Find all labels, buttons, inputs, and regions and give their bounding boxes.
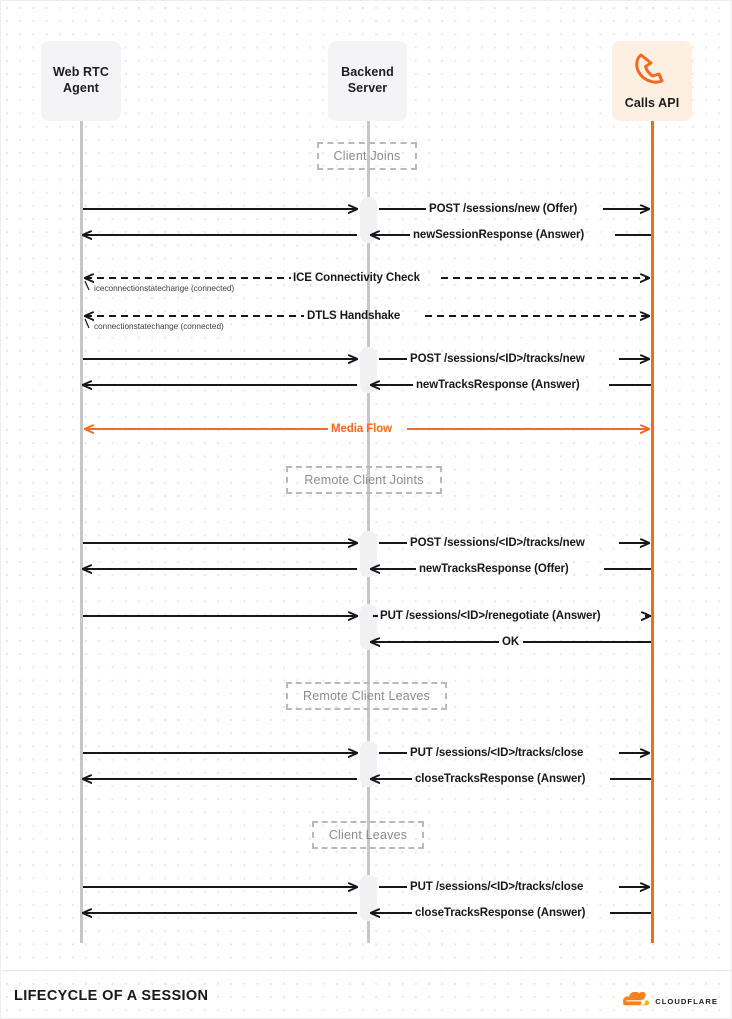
message-label: OK xyxy=(502,636,520,648)
message-row-m13: closeTracksResponse (Answer) xyxy=(1,772,731,790)
fragment-remote-client-joins: Remote Client Joints xyxy=(286,466,442,494)
message-label: ICE Connectivity Check xyxy=(293,272,420,284)
fragment-label: Client Joins xyxy=(333,149,401,163)
actor-label-line2: Server xyxy=(347,81,388,95)
message-row-m11: OK xyxy=(1,635,731,653)
message-row-m2: newSessionResponse (Answer) xyxy=(1,228,731,246)
cloudflare-cloud-icon xyxy=(622,991,650,1011)
message-sub-label: connectionstatechange (connected) xyxy=(94,322,224,331)
actor-label-line2: Agent xyxy=(63,81,99,95)
message-label: POST /sessions/<ID>/tracks/new xyxy=(410,537,585,549)
fragment-client-leaves: Client Leaves xyxy=(312,821,424,849)
fragment-label: Remote Client Joints xyxy=(304,473,424,487)
message-row-m9: newTracksResponse (Offer) xyxy=(1,562,731,580)
actor-label-line1: Calls API xyxy=(624,95,680,110)
message-row-m8: POST /sessions/<ID>/tracks/new xyxy=(1,536,732,554)
message-label: closeTracksResponse (Answer) xyxy=(415,773,586,785)
message-sub-label: iceconnectionstatechange (connected) xyxy=(94,284,235,293)
message-label: DTLS Handshake xyxy=(307,310,401,322)
message-row-m7: Media Flow xyxy=(1,422,732,440)
message-label: newTracksResponse (Answer) xyxy=(416,379,580,391)
lifeline-calls-api xyxy=(651,119,654,943)
fragment-client-joins: Client Joins xyxy=(317,142,417,170)
cloudflare-wordmark: CLOUDFLARE xyxy=(655,997,718,1006)
message-label: POST /sessions/new (Offer) xyxy=(429,203,578,215)
message-label: POST /sessions/<ID>/tracks/new xyxy=(410,353,585,365)
message-label: Media Flow xyxy=(331,423,392,435)
fragment-remote-client-leaves: Remote Client Leaves xyxy=(286,682,447,710)
lifeline-webrtc-agent xyxy=(80,119,83,943)
actor-label-line1: Web RTC xyxy=(52,65,110,80)
message-row-m1: POST /sessions/new (Offer) xyxy=(1,202,732,220)
fragment-label: Remote Client Leaves xyxy=(303,689,430,703)
actor-box-calls-api[interactable]: Calls API xyxy=(612,41,692,121)
message-label: PUT /sessions/<ID>/tracks/close xyxy=(410,747,584,759)
cloudflare-logo: CLOUDFLARE xyxy=(622,991,718,1011)
message-row-m5: POST /sessions/<ID>/tracks/new xyxy=(1,352,732,370)
message-label: PUT /sessions/<ID>/tracks/close xyxy=(410,881,584,893)
message-row-m12: PUT /sessions/<ID>/tracks/close xyxy=(1,746,732,764)
message-row-m15: closeTracksResponse (Answer) xyxy=(1,906,731,924)
message-label: newTracksResponse (Offer) xyxy=(419,563,569,575)
phone-call-icon xyxy=(631,51,673,92)
actor-box-webrtc-agent[interactable]: Web RTC Agent xyxy=(41,41,121,121)
actor-label-line1: Backend xyxy=(341,65,394,80)
message-row-m4: DTLS Handshake connectionstatechange (co… xyxy=(1,309,732,331)
message-label: newSessionResponse (Answer) xyxy=(413,229,585,241)
message-row-m6: newTracksResponse (Answer) xyxy=(1,378,731,396)
fragment-label: Client Leaves xyxy=(328,828,408,842)
page-title: LIFECYCLE OF A SESSION xyxy=(14,988,209,1004)
message-label: closeTracksResponse (Answer) xyxy=(415,907,586,919)
actor-box-backend-server[interactable]: Backend Server xyxy=(328,41,407,121)
message-row-m14: PUT /sessions/<ID>/tracks/close xyxy=(1,880,732,898)
footer-divider xyxy=(1,970,731,971)
message-row-m10: PUT /sessions/<ID>/renegotiate (Answer) xyxy=(1,609,732,627)
message-row-m3: ICE Connectivity Check iceconnectionstat… xyxy=(1,271,732,293)
message-label: PUT /sessions/<ID>/renegotiate (Answer) xyxy=(380,610,601,622)
